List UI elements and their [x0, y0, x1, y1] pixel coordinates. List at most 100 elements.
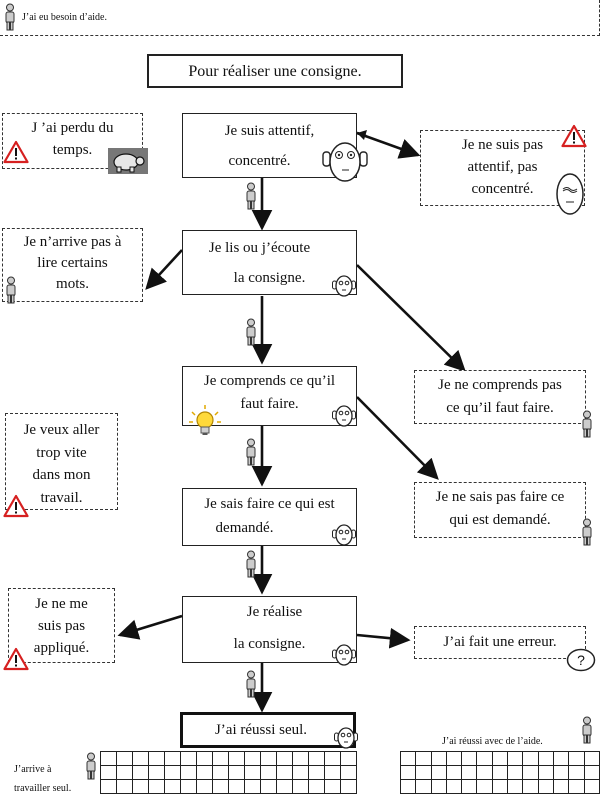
grid-cell[interactable]: [292, 779, 309, 794]
grid-cell[interactable]: [583, 765, 600, 780]
grid-cell[interactable]: [100, 765, 117, 780]
grid-cell[interactable]: [461, 779, 478, 794]
grid-cell[interactable]: [537, 751, 554, 766]
grid-cell[interactable]: [116, 779, 133, 794]
grid-cell[interactable]: [491, 779, 509, 794]
note-pas-applique: Je ne me suis pas appliqué.: [8, 588, 115, 663]
grid-cell[interactable]: [308, 751, 325, 766]
grid-cell[interactable]: [522, 751, 539, 766]
grid-cell[interactable]: [260, 751, 277, 766]
grid-cell[interactable]: [430, 751, 447, 766]
grid-cell[interactable]: [415, 751, 432, 766]
grid-cell[interactable]: [228, 751, 245, 766]
grid-cell[interactable]: [276, 765, 293, 780]
grid-cell[interactable]: [228, 765, 245, 780]
turtle-icon: [108, 148, 148, 174]
grid-cell[interactable]: [180, 751, 197, 766]
grid-cell[interactable]: [568, 779, 585, 794]
grid-cell[interactable]: [491, 751, 509, 766]
grid-cell[interactable]: [568, 765, 585, 780]
grid-cell[interactable]: [148, 765, 165, 780]
grid-cell[interactable]: [476, 765, 493, 780]
grid-cell[interactable]: [445, 751, 463, 766]
grid-cell[interactable]: [445, 779, 463, 794]
grid-cell[interactable]: [399, 765, 417, 780]
lightbulb-icon: [188, 404, 222, 438]
grid-cell[interactable]: [180, 765, 197, 780]
grid-cell[interactable]: [340, 779, 357, 794]
grid-cell[interactable]: [116, 765, 133, 780]
grid-cell[interactable]: [132, 751, 149, 766]
grid-cell[interactable]: [164, 751, 181, 766]
grid-cell[interactable]: [491, 765, 509, 780]
grid-cell[interactable]: [212, 779, 229, 794]
grid-cell[interactable]: [552, 765, 570, 780]
grid-cell[interactable]: [212, 765, 229, 780]
note-applique-line3: appliqué.: [33, 639, 90, 656]
grid-cell[interactable]: [244, 751, 261, 766]
grid-cell[interactable]: [100, 751, 117, 766]
grid-cell[interactable]: [244, 765, 261, 780]
grid-cell[interactable]: [522, 779, 539, 794]
grid-cell[interactable]: [180, 779, 197, 794]
grid-cell[interactable]: [340, 751, 357, 766]
grid-cell[interactable]: [415, 765, 432, 780]
grid-cell[interactable]: [430, 779, 447, 794]
grid-cell[interactable]: [507, 779, 524, 794]
grid-cell[interactable]: [568, 751, 585, 766]
grid-cell[interactable]: [430, 765, 447, 780]
grid-cell[interactable]: [100, 779, 117, 794]
grid-cell[interactable]: [324, 779, 341, 794]
grid-cell[interactable]: [583, 751, 600, 766]
grid-cell[interactable]: [292, 751, 309, 766]
step-lis-line1: Je lis ou j’écoute: [208, 240, 311, 256]
grid-cell[interactable]: [148, 751, 165, 766]
grid-cell[interactable]: [308, 779, 325, 794]
grid-cell[interactable]: [276, 751, 293, 766]
grid-cell[interactable]: [583, 779, 600, 794]
grid-cell[interactable]: [507, 765, 524, 780]
grid-cell[interactable]: [476, 751, 493, 766]
grid-cell[interactable]: [276, 779, 293, 794]
question-icon: ?: [566, 648, 596, 672]
grid-cell[interactable]: [340, 765, 357, 780]
footer-left-line2: travailler seul.: [14, 783, 72, 794]
grid-cell[interactable]: [537, 779, 554, 794]
grid-cell[interactable]: [552, 779, 570, 794]
note-vite-line2: trop vite: [36, 444, 87, 461]
grid-cell[interactable]: [196, 779, 213, 794]
grid-cell[interactable]: [260, 779, 277, 794]
grid-cell[interactable]: [244, 779, 261, 794]
grid-cell[interactable]: [461, 751, 478, 766]
grid-cell[interactable]: [164, 765, 181, 780]
grid-cell[interactable]: [132, 765, 149, 780]
grid-cell[interactable]: [228, 779, 245, 794]
grid-cell[interactable]: [476, 779, 493, 794]
grid-cell[interactable]: [461, 765, 478, 780]
note-erreur-text: J’ai fait une erreur.: [443, 634, 557, 650]
grid-cell[interactable]: [445, 765, 463, 780]
grid-cell[interactable]: [399, 751, 417, 766]
grid-cell[interactable]: [399, 779, 417, 794]
grid-cell[interactable]: [132, 779, 149, 794]
grid-cell[interactable]: [507, 751, 524, 766]
grid-cell[interactable]: [324, 765, 341, 780]
grid-cell[interactable]: [324, 751, 341, 766]
grid-cell[interactable]: [415, 779, 432, 794]
person-icon: [580, 410, 594, 438]
grid-cell[interactable]: [260, 765, 277, 780]
grid-cell[interactable]: [212, 751, 229, 766]
face-icon: [332, 643, 356, 667]
grid-cell[interactable]: [148, 779, 165, 794]
note-perdu-line2: temps.: [52, 141, 93, 158]
grid-cell[interactable]: [308, 765, 325, 780]
grid-cell[interactable]: [196, 765, 213, 780]
grid-cell[interactable]: [552, 751, 570, 766]
grid-cell[interactable]: [164, 779, 181, 794]
grid-cell[interactable]: [292, 765, 309, 780]
grid-cell[interactable]: [196, 751, 213, 766]
grid-cell[interactable]: [537, 765, 554, 780]
grid-cell[interactable]: [116, 751, 133, 766]
warning-icon: [3, 494, 29, 518]
grid-cell[interactable]: [522, 765, 539, 780]
